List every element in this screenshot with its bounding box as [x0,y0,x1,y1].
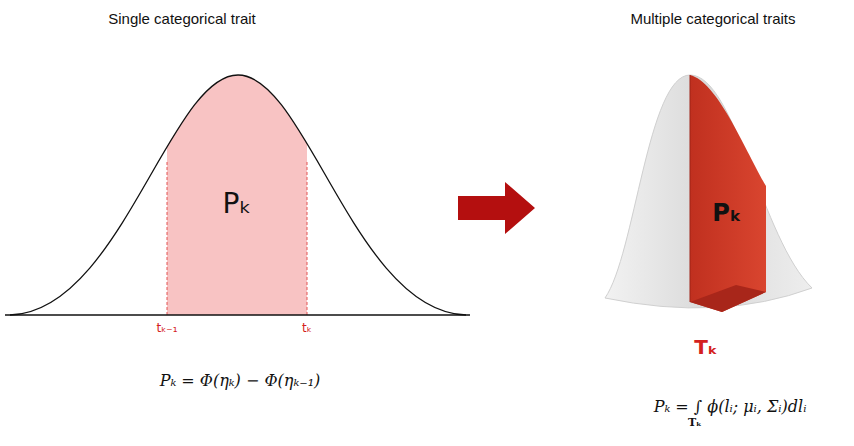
slice-edge [690,75,691,302]
slice-base [690,285,766,312]
area-label: Pₖ [223,188,252,220]
panel-title: Single categorical trait [108,10,256,27]
threshold-label: tₖ [302,322,312,336]
formula: Pₖ = Φ(ηₖ) − Φ(ηₖ₋₁) [160,372,321,390]
region-label: Tₖ [694,336,717,359]
threshold-label: tₖ₋₁ [157,322,178,336]
integral-limit: Tₖ [688,417,702,430]
slice-label: Pₖ [712,200,741,228]
probability-slice [690,75,766,312]
formula: Pₖ = ∫ ϕ(lᵢ; μᵢ, Σᵢ)dlᵢ [654,398,807,416]
axis-line [5,314,470,315]
normal-curve [10,75,466,315]
transition-arrow [458,182,535,234]
probability-area [167,60,307,315]
panel-title: Multiple categorical traits [630,10,795,27]
threshold-line [307,162,308,315]
threshold-line [167,162,168,315]
